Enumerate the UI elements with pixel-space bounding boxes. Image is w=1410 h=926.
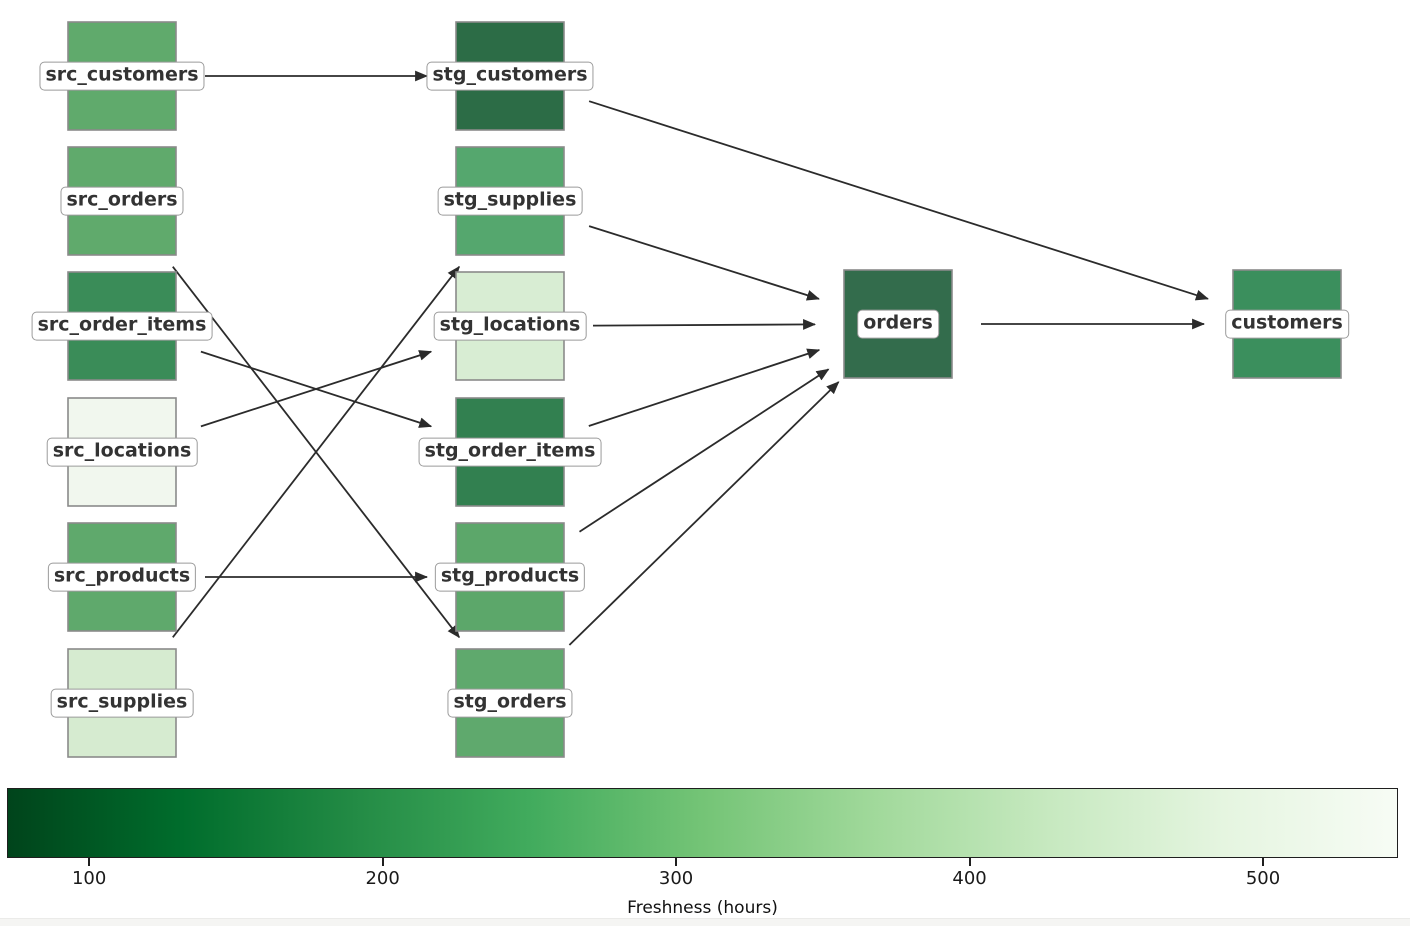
edge-stg_order_items-orders — [588, 348, 821, 427]
colorbar-tick-label-300: 300 — [658, 868, 694, 889]
bottom-strip — [0, 918, 1410, 926]
node-label-stg_orders: stg_orders — [447, 688, 573, 718]
node-label-src_supplies: src_supplies — [50, 688, 194, 718]
node-label-stg_customers: stg_customers — [426, 61, 594, 91]
edge-stg_supplies-orders — [588, 225, 820, 301]
colorbar-tick-200 — [381, 858, 384, 866]
colorbar-tick-label-200: 200 — [365, 868, 400, 889]
edge-stg_locations-orders — [592, 319, 817, 330]
colorbar-tick-100 — [88, 858, 91, 866]
colorbar-tick-300 — [675, 858, 678, 866]
node-label-customers: customers — [1225, 309, 1349, 339]
edge-stg_orders-orders — [568, 381, 840, 646]
edge-src_supplies-stg_supplies — [172, 265, 460, 638]
node-label-stg_locations: stg_locations — [433, 311, 587, 341]
node-label-stg_supplies: stg_supplies — [437, 186, 583, 216]
colorbar-axis-label: Freshness (hours) — [627, 898, 778, 918]
colorbar-tick-label-100: 100 — [71, 868, 107, 889]
node-label-src_locations: src_locations — [46, 437, 198, 467]
colorbar-tick-label-500: 500 — [1245, 868, 1281, 889]
node-label-src_orders: src_orders — [60, 186, 184, 216]
edge-stg_products-orders — [579, 368, 830, 533]
node-label-src_order_items: src_order_items — [31, 311, 213, 341]
node-label-stg_order_items: stg_order_items — [418, 437, 602, 467]
node-label-src_products: src_products — [47, 562, 197, 592]
node-label-stg_products: stg_products — [434, 562, 586, 592]
colorbar-tick-500 — [1262, 858, 1264, 866]
node-label-orders: orders — [857, 309, 939, 339]
colorbar-tick-label-400: 400 — [952, 868, 987, 889]
edge-src_locations-stg_locations — [200, 350, 433, 428]
colorbar-gradient — [7, 788, 1398, 858]
colorbar-tick-400 — [968, 858, 971, 866]
edge-stg_customers-customers — [588, 100, 1209, 301]
node-label-src_customers: src_customers — [39, 61, 205, 91]
